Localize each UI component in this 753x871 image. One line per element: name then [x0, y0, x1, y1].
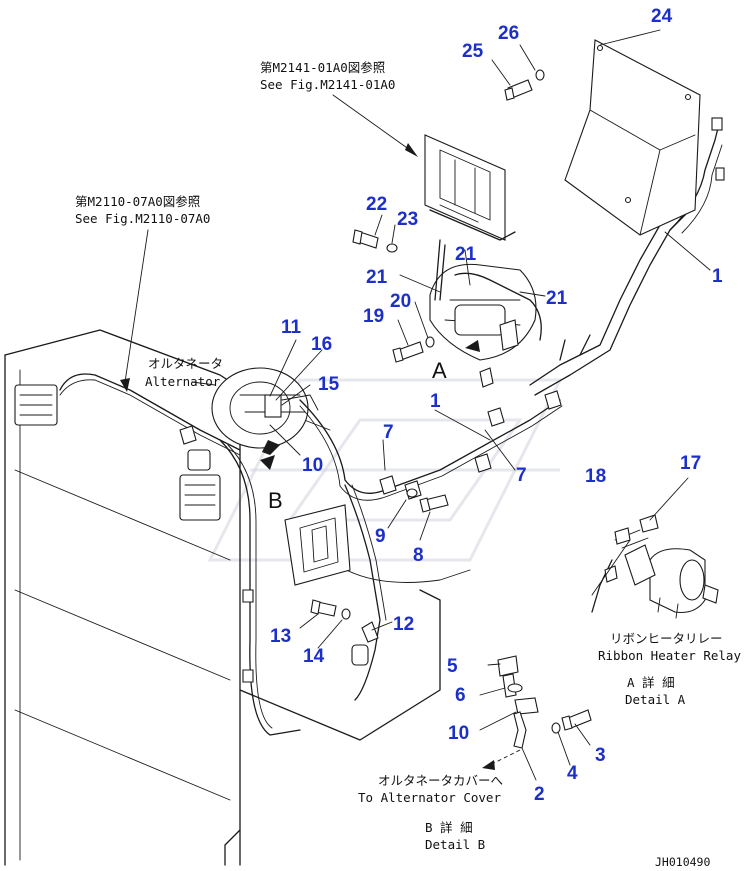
- callout-1: 1: [712, 266, 723, 287]
- ribbon-relay-en: Ribbon Heater Relay: [598, 648, 741, 663]
- callout-24: 24: [651, 6, 673, 27]
- detail-b-parts: [482, 655, 592, 770]
- ref-m2141-en: See Fig.M2141-01A0: [260, 77, 395, 92]
- connector-12: [351, 621, 379, 666]
- callout-12: 12: [393, 614, 414, 635]
- callout-10: 10: [302, 455, 323, 476]
- callout-7: 7: [516, 465, 527, 486]
- fasteners: [310, 69, 545, 620]
- callout-14: 14: [303, 646, 325, 667]
- callout-21: 21: [546, 288, 568, 309]
- detail-b-jp: B 詳 細: [425, 820, 473, 835]
- callout-16: 16: [311, 334, 332, 355]
- callout-18: 18: [585, 466, 606, 487]
- view-label-b: B: [268, 488, 283, 513]
- callout-1: 1: [430, 391, 441, 412]
- callout-10: 10: [448, 723, 469, 744]
- callout-9: 9: [375, 526, 386, 547]
- annotations: 第M2141-01A0図参照 See Fig.M2141-01A0 第M2110…: [75, 60, 741, 869]
- callout-4: 4: [567, 763, 578, 784]
- callout-13: 13: [270, 626, 291, 647]
- callouts: 1 1 2 3 4 5 6 7 7 8 9 10 10 11 12 13 14 …: [270, 6, 723, 805]
- ribbon-relay-jp: リボンヒータリレー: [610, 631, 723, 646]
- callout-22: 22: [366, 194, 387, 215]
- callout-21: 21: [455, 244, 477, 265]
- ref-m2141-jp: 第M2141-01A0図参照: [260, 60, 385, 75]
- callout-2: 2: [534, 784, 545, 805]
- air-intake-boss: [284, 504, 351, 586]
- ref-m2110-en: See Fig.M2110-07A0: [75, 211, 210, 226]
- to-cover-en: To Alternator Cover: [358, 790, 501, 805]
- callout-5: 5: [447, 656, 458, 677]
- cover-24: [564, 39, 701, 236]
- connector-block-left: [14, 384, 221, 521]
- ref-m2110-jp: 第M2110-07A0図参照: [75, 194, 200, 209]
- callout-25: 25: [462, 41, 484, 62]
- bracket-m2141: [424, 134, 516, 241]
- to-cover-jp: オルタネータカバーへ: [378, 773, 503, 788]
- detail-b-en: Detail B: [425, 837, 485, 852]
- callout-23: 23: [397, 209, 418, 230]
- detail-a-relay: [591, 514, 719, 619]
- alternator: [211, 367, 319, 449]
- alternator-jp: オルタネータ: [148, 356, 223, 371]
- callout-8: 8: [413, 545, 424, 566]
- alternator-en: Alternator: [145, 374, 221, 389]
- detail-a-jp: A 詳 細: [627, 675, 675, 690]
- callout-19: 19: [363, 306, 384, 327]
- callout-20: 20: [390, 291, 411, 312]
- wiring-harness: [59, 117, 725, 736]
- callout-21: 21: [366, 267, 388, 288]
- callout-26: 26: [498, 23, 519, 44]
- ribbon-heater-relay-assembly: [429, 239, 542, 388]
- callout-17: 17: [680, 453, 701, 474]
- detail-a-en: Detail A: [625, 692, 686, 707]
- callout-15: 15: [318, 374, 340, 395]
- callout-11: 11: [281, 317, 302, 338]
- drawing-code: JH010490: [655, 855, 710, 869]
- callout-6: 6: [455, 685, 466, 706]
- view-label-a: A: [432, 358, 447, 383]
- leader-lines: [120, 29, 711, 781]
- callout-7: 7: [383, 422, 394, 443]
- callout-3: 3: [595, 745, 606, 766]
